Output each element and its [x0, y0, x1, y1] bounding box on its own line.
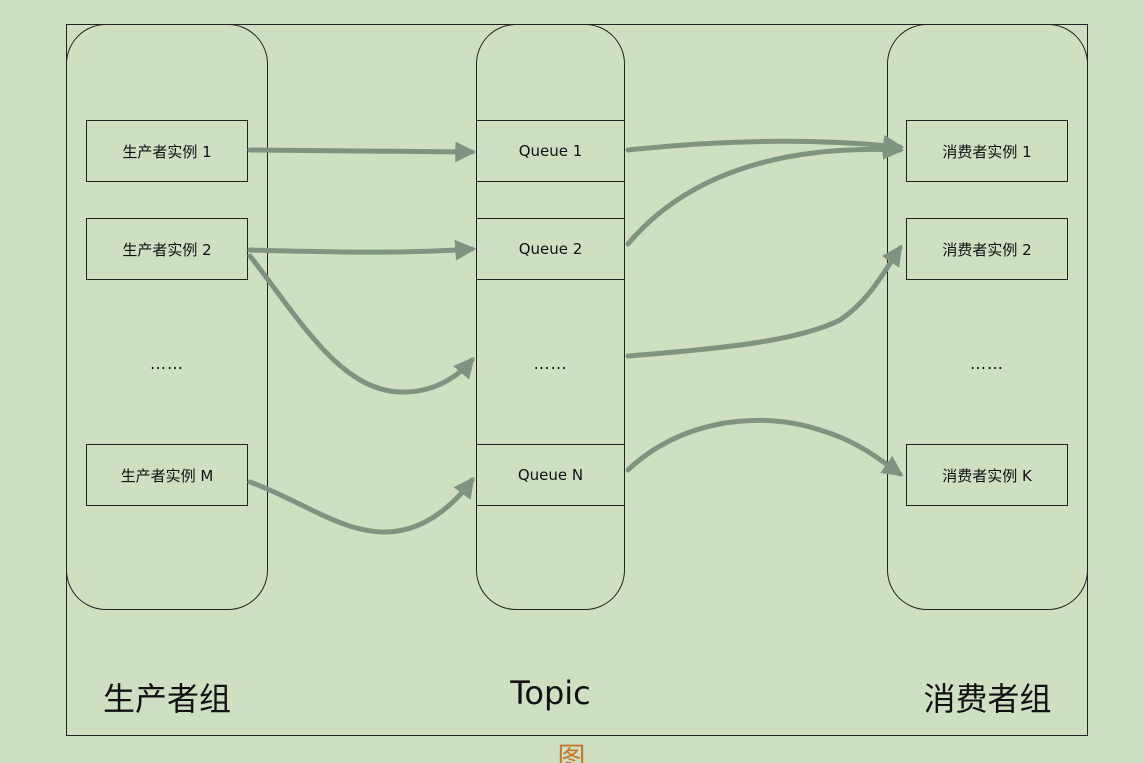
- queue-ellipsis: ……: [533, 354, 568, 373]
- figure-caption: 图: [557, 741, 586, 763]
- producer-ellipsis: ……: [150, 354, 184, 373]
- producer-group-label: 生产者组: [102, 680, 231, 718]
- consumer-ellipsis: ……: [970, 354, 1004, 373]
- consumer-group-label: 消费者组: [923, 680, 1052, 718]
- queue-2: Queue 2: [476, 218, 625, 280]
- topic-group: [476, 24, 625, 610]
- producer-instance-m: 生产者实例 M: [86, 444, 248, 506]
- topic-label: Topic: [510, 674, 591, 712]
- consumer-instance-2: 消费者实例 2: [906, 218, 1068, 280]
- consumer-group: [887, 24, 1088, 610]
- consumer-instance-1: 消费者实例 1: [906, 120, 1068, 182]
- consumer-instance-k: 消费者实例 K: [906, 444, 1068, 506]
- queue-n: Queue N: [476, 444, 625, 506]
- producer-group: [66, 24, 268, 610]
- producer-instance-2: 生产者实例 2: [86, 218, 248, 280]
- queue-1: Queue 1: [476, 120, 625, 182]
- producer-instance-1: 生产者实例 1: [86, 120, 248, 182]
